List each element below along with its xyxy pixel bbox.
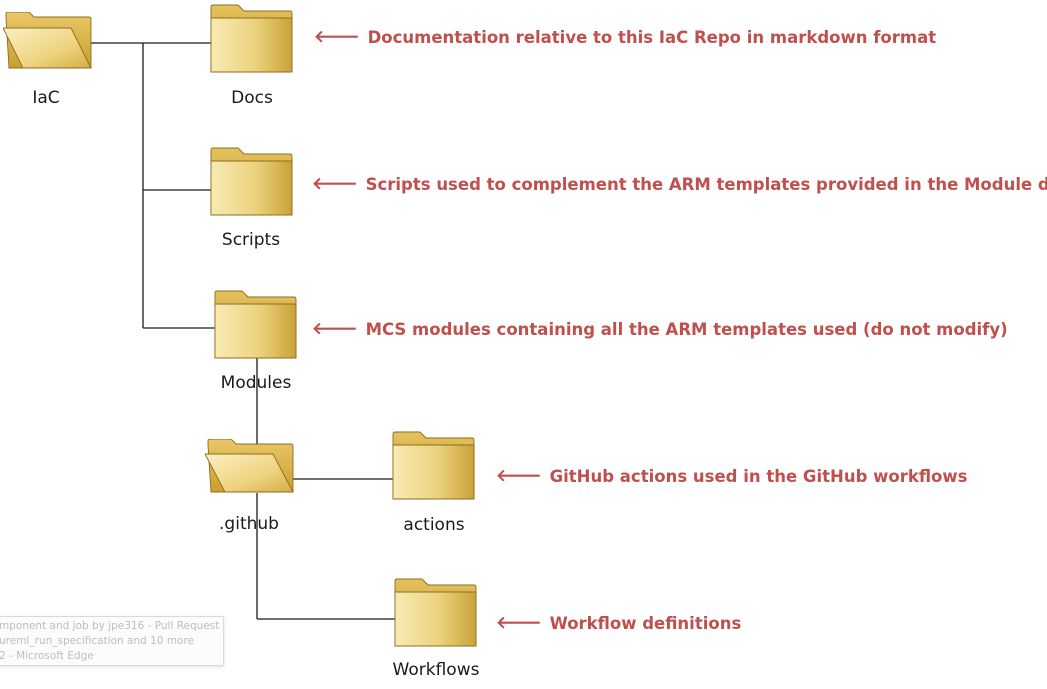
tooltip-line: mponent and job by jpe316 - Pull Request bbox=[0, 620, 220, 632]
folder-github[interactable] bbox=[205, 439, 295, 495]
folder-docs[interactable] bbox=[210, 4, 294, 74]
annotation-modules: 🡐 MCS modules containing all the ARM tem… bbox=[312, 320, 1008, 339]
annotation-scripts: 🡐 Scripts used to complement the ARM tem… bbox=[312, 175, 1047, 194]
folder-icon bbox=[214, 290, 297, 359]
folder-label-scripts: Scripts bbox=[221, 230, 281, 250]
folder-actions[interactable] bbox=[392, 431, 476, 501]
folder-label-workflows: Workflows bbox=[392, 660, 480, 680]
folder-icon bbox=[394, 578, 477, 647]
folder-label-github: .github bbox=[219, 514, 279, 534]
folder-label-actions: actions bbox=[403, 515, 465, 535]
folder-modules[interactable] bbox=[214, 290, 298, 360]
annotation-workflows: 🡐 Workflow definitions bbox=[496, 614, 741, 633]
annotation-docs: 🡐 Documentation relative to this IaC Rep… bbox=[314, 28, 936, 47]
folder-label-docs: Docs bbox=[231, 88, 273, 108]
annotation-modules-text: MCS modules containing all the ARM templ… bbox=[365, 320, 1008, 339]
folder-open-icon bbox=[3, 12, 92, 69]
annotation-scripts-text: Scripts used to complement the ARM templ… bbox=[365, 175, 1047, 194]
arrow-left-icon: 🡐 bbox=[312, 174, 358, 194]
folder-icon bbox=[392, 431, 475, 500]
folder-label-modules: Modules bbox=[220, 373, 292, 393]
arrow-left-icon: 🡐 bbox=[314, 27, 360, 47]
folder-open-icon bbox=[205, 439, 294, 493]
annotation-workflows-text: Workflow definitions bbox=[549, 614, 742, 633]
arrow-left-icon: 🡐 bbox=[312, 319, 358, 339]
folder-workflows[interactable] bbox=[394, 578, 478, 648]
annotation-docs-text: Documentation relative to this IaC Repo … bbox=[367, 28, 937, 47]
taskbar-tooltip: mponent and job by jpe316 - Pull Request… bbox=[0, 616, 224, 666]
tooltip-line: 2 - Microsoft Edge bbox=[0, 650, 94, 662]
tooltip-line: ureml_run_specification and 10 more bbox=[0, 635, 195, 647]
arrow-left-icon: 🡐 bbox=[496, 466, 542, 486]
arrow-left-icon: 🡐 bbox=[496, 613, 542, 633]
folder-iac[interactable] bbox=[3, 12, 93, 74]
folder-label-iac: IaC bbox=[32, 88, 60, 108]
folder-icon bbox=[210, 147, 293, 216]
folder-icon bbox=[210, 4, 293, 73]
folder-scripts[interactable] bbox=[210, 147, 294, 217]
annotation-actions: 🡐 GitHub actions used in the GitHub work… bbox=[496, 467, 967, 486]
annotation-actions-text: GitHub actions used in the GitHub workfl… bbox=[549, 467, 968, 486]
